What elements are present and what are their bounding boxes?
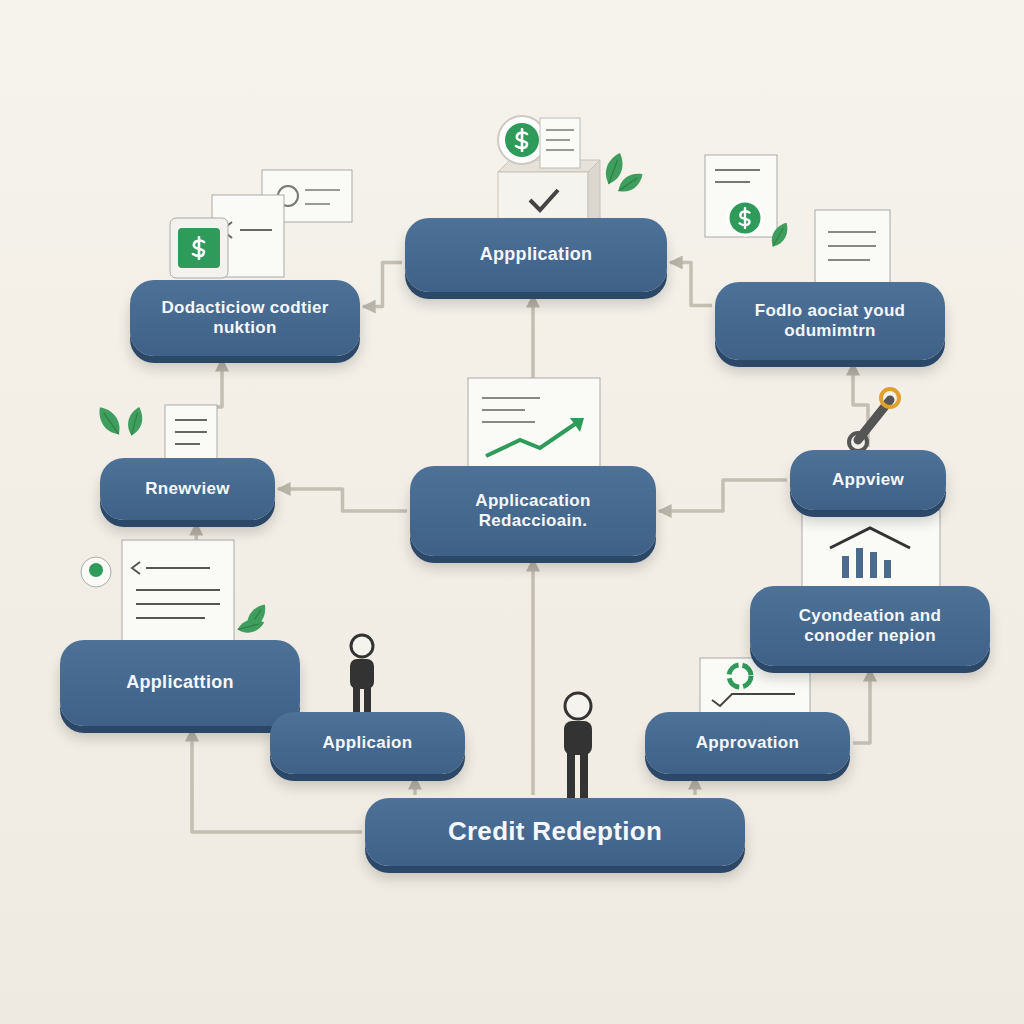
approval-card-icon-part: [712, 694, 795, 706]
process-pill: Applicaion: [270, 712, 465, 774]
chart-card-icon: [468, 378, 600, 478]
node-label: Appplication: [480, 244, 593, 266]
ballot-box-icon-part: [615, 169, 647, 197]
flow-arrow: [278, 489, 407, 511]
approval-card-icon: [700, 658, 810, 714]
money-document-icon-part: [178, 228, 220, 268]
money-document-icon-part: [222, 222, 272, 238]
flow-arrow: [413, 777, 417, 795]
process-pill: Appview: [790, 450, 946, 510]
person-figure: [564, 693, 592, 802]
process-pill: Dodacticiow codtier nuktion: [130, 280, 360, 356]
node-label: Appview: [832, 470, 904, 490]
process-pill: Fodlo aociat youd odumimtrn: [715, 282, 945, 360]
ballot-box-icon-part: [505, 123, 539, 157]
application-form-icon-part: [81, 557, 111, 587]
application-form-icon-part: [122, 540, 234, 644]
main-pill: Credit Redeption: [365, 798, 745, 866]
person-figure-part: [565, 693, 591, 719]
node-label: Applicacation Redaccioain.: [426, 491, 640, 532]
bar-chart-icon-part: [830, 528, 910, 548]
review-icon-part: [175, 420, 207, 444]
node-label: Fodlo aociat youd odumimtrn: [731, 301, 929, 342]
application-form-icon-part: [132, 562, 220, 618]
money-document-icon-part: [305, 190, 340, 204]
bar-chart-icon-part: [842, 556, 849, 578]
node-label: Applicaion: [323, 733, 413, 753]
ballot-box-icon-part: [498, 116, 546, 164]
process-pill: Applicattion: [60, 640, 300, 726]
person-figure-part: [564, 721, 592, 755]
flow-arrow: [670, 262, 712, 305]
review-icon-part: [125, 405, 146, 437]
chart-card-icon-part: [570, 418, 584, 432]
flow-arrow: [659, 480, 787, 511]
invoice-icon-part: [740, 208, 750, 228]
link-icon-part: [849, 433, 867, 451]
bar-chart-icon-part: [856, 548, 863, 578]
process-pill: Rnewview: [100, 458, 275, 520]
bar-chart-icon-part: [870, 552, 877, 578]
invoice-icon-part: [815, 210, 890, 285]
flow-arrow: [363, 262, 402, 306]
application-form-icon-part: [236, 616, 266, 635]
approval-card-icon-part: [729, 665, 751, 687]
chart-card-icon-part: [486, 422, 578, 456]
node-label: Rnewview: [145, 479, 230, 499]
bar-chart-icon: [802, 510, 940, 590]
money-document-icon-part: [193, 237, 204, 259]
person-figure-part: [567, 750, 575, 802]
person-figure: [350, 635, 374, 714]
link-icon: [849, 389, 899, 451]
node-label: Credit Redeption: [448, 816, 662, 847]
review-icon-part: [94, 403, 125, 439]
process-pill: Cyondeation and conoder nepion: [750, 586, 990, 666]
person-figure-part: [351, 635, 373, 657]
application-form-icon-part: [89, 563, 103, 577]
invoice-icon-part: [728, 201, 762, 235]
money-document-icon: [170, 170, 352, 278]
bar-chart-icon-part: [884, 560, 891, 578]
ballot-box-icon: [498, 116, 646, 230]
process-pill: Approvation: [645, 712, 850, 774]
approval-card-icon-part: [700, 658, 810, 714]
chart-card-icon-part: [468, 378, 600, 478]
bar-chart-icon-part: [802, 510, 940, 590]
link-icon-part: [881, 389, 899, 407]
node-label: Approvation: [696, 733, 799, 753]
money-document-icon-part: [170, 218, 228, 278]
process-pill: Applicacation Redaccioain.: [410, 466, 656, 556]
ballot-box-icon-part: [546, 130, 574, 150]
ballot-box-icon-part: [530, 190, 558, 210]
application-form-icon: [81, 540, 270, 644]
flow-arrow: [853, 669, 870, 743]
ballot-box-icon-part: [540, 118, 580, 168]
ballot-box-icon-part: [516, 129, 527, 151]
node-label: Applicattion: [126, 672, 234, 694]
person-figure-part: [364, 684, 371, 714]
person-figure-part: [580, 750, 588, 802]
invoice-icon-part: [705, 155, 777, 237]
invoice-icon: [705, 155, 890, 285]
process-pill: Appplication: [405, 218, 667, 292]
person-figure-part: [353, 684, 360, 714]
invoice-icon-part: [828, 232, 876, 260]
invoice-icon-part: [715, 170, 760, 182]
flow-arrow: [531, 559, 535, 795]
node-label: Dodacticiow codtier nuktion: [146, 298, 344, 339]
flow-arrow: [693, 777, 697, 795]
chart-card-icon-part: [482, 398, 540, 422]
node-label: Cyondeation and conoder nepion: [766, 606, 974, 647]
invoice-icon-part: [767, 220, 792, 250]
